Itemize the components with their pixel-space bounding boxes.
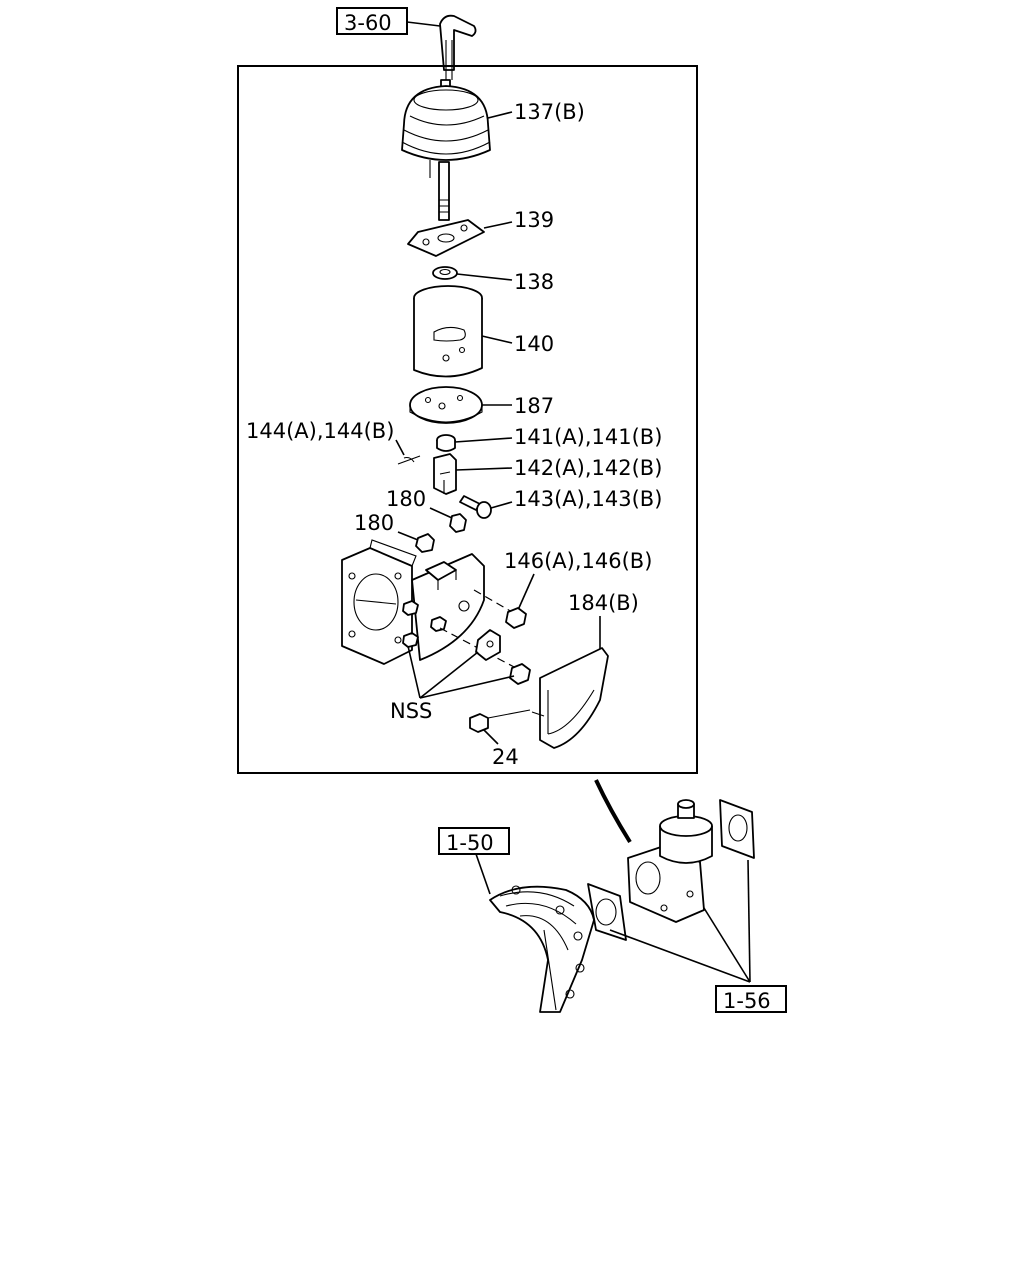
- ref-1-50-label: 1-50: [446, 831, 494, 855]
- label-137: 137(B): [514, 100, 585, 124]
- throttle-assembly: [627, 799, 713, 923]
- label-144: 144(A),144(B): [246, 419, 394, 443]
- yoke: [433, 453, 457, 495]
- label-143: 143(A),143(B): [514, 487, 662, 511]
- seal-disc: [409, 386, 483, 424]
- heat-shield: [531, 647, 609, 749]
- hose-elbow: [439, 14, 477, 71]
- clevis-pin: [459, 495, 492, 519]
- vacuum-actuator: [401, 79, 491, 221]
- flange-nut-lower: [509, 663, 531, 685]
- label-138: 138: [514, 270, 554, 294]
- label-187: 187: [514, 394, 554, 418]
- ref-1-56-label: 1-56: [723, 989, 771, 1013]
- callout-arrow: [594, 779, 632, 844]
- label-141: 141(A),141(B): [514, 425, 662, 449]
- label-180-upper: 180: [386, 487, 426, 511]
- gasket-plate: [407, 219, 485, 257]
- washer: [432, 266, 458, 280]
- label-142: 142(A),142(B): [514, 456, 662, 480]
- label-184: 184(B): [568, 591, 639, 615]
- ref-3-60[interactable]: 3-60: [336, 7, 408, 35]
- clip-pin: [397, 455, 421, 465]
- label-146: 146(A),146(B): [504, 549, 652, 573]
- flange-nut: [505, 607, 527, 629]
- throttle-body: [341, 539, 485, 665]
- ref-1-56[interactable]: 1-56: [715, 985, 787, 1013]
- bush: [436, 434, 456, 452]
- label-139: 139: [514, 208, 554, 232]
- nut-lower: [415, 533, 435, 553]
- intake-manifold: [489, 885, 595, 1013]
- gasket-right: [719, 799, 755, 859]
- lever: [475, 629, 501, 661]
- detail-frame: [237, 65, 698, 774]
- actuator-cover: [413, 285, 483, 378]
- label-140: 140: [514, 332, 554, 356]
- gasket-left: [587, 883, 627, 941]
- label-24: 24: [492, 745, 519, 769]
- nut-upper: [449, 513, 467, 533]
- ref-3-60-label: 3-60: [344, 11, 392, 35]
- bolt-24: [469, 709, 531, 733]
- label-180-lower: 180: [354, 511, 394, 535]
- label-nss: NSS: [390, 699, 432, 723]
- ref-1-50[interactable]: 1-50: [438, 827, 510, 855]
